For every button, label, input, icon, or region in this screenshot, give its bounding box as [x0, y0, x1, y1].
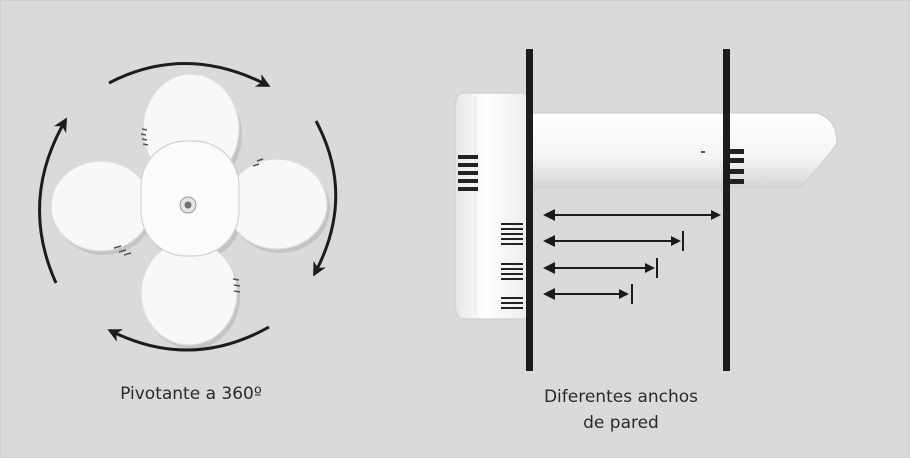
rotation-arrows	[38, 62, 338, 352]
device-head	[454, 92, 530, 320]
rotation-arrow-right	[313, 120, 338, 277]
wall-outer	[723, 49, 730, 371]
screw-head	[184, 201, 192, 209]
tube-mark	[701, 151, 705, 153]
wall-width-caption-line1: Diferentes anchos	[543, 387, 699, 407]
width-arrows	[543, 209, 721, 304]
rotation-arrow-bottom	[107, 325, 270, 352]
rotation-arrow-top	[108, 62, 271, 87]
vent-slits	[113, 128, 264, 293]
wall-width-caption: Diferentes anchos de pared	[521, 384, 721, 436]
wall-device	[454, 92, 838, 320]
rotating-unit	[50, 73, 330, 349]
lower-vents	[501, 223, 523, 309]
head-vents	[458, 155, 478, 191]
wall-inner	[526, 49, 533, 371]
walls	[526, 49, 730, 371]
device-tube	[528, 112, 838, 188]
rotation-caption: Pivotante a 360º	[120, 384, 262, 404]
rotation-arrow-left	[38, 117, 67, 284]
wall-width-caption-line2: de pared	[583, 413, 659, 433]
tube-vents	[730, 149, 744, 184]
